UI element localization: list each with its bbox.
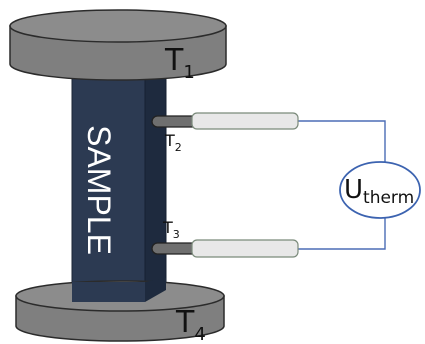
probe-upper-sheath (191, 112, 299, 130)
wire-lower (298, 215, 386, 250)
probe-lower-sheath (191, 239, 299, 258)
sample-label: SAMPLE (81, 125, 117, 255)
top-plate: T1 (9, 9, 227, 83)
t3-sub: 3 (173, 228, 180, 241)
bottom-plate-temperature-label: T4 (175, 305, 206, 344)
wire-upper (298, 120, 386, 162)
sample-block: SAMPLE (71, 65, 167, 303)
meter-sub: therm (363, 188, 414, 208)
meter-circle (339, 161, 421, 219)
probe-upper-temperature-label: T2 (164, 131, 182, 154)
probe-upper: T2 (151, 112, 299, 154)
wiring (298, 120, 386, 250)
thermovoltage-meter: Utherm (339, 161, 421, 219)
sample-side-face (144, 65, 167, 303)
top-plate-face (9, 9, 227, 43)
t1-main: T (164, 43, 184, 78)
t2-main: T (164, 131, 175, 150)
meter-label: Utherm (344, 175, 414, 208)
probe-upper-tip (151, 115, 199, 128)
t4-main: T (175, 305, 195, 340)
t1-sub: 1 (183, 62, 194, 83)
meter-main: U (344, 175, 363, 205)
top-plate-temperature-label: T1 (164, 43, 195, 83)
probe-lower-temperature-label: T3 (162, 218, 180, 241)
sample-base-front (72, 282, 145, 302)
t3-main: T (162, 218, 173, 237)
probe-lower-tip (151, 242, 199, 255)
sample-base-side (145, 278, 166, 302)
t4-sub: 4 (194, 324, 205, 344)
probe-lower: T3 (151, 218, 299, 258)
bottom-plate: T4 (15, 278, 225, 344)
t2-sub: 2 (175, 141, 182, 154)
